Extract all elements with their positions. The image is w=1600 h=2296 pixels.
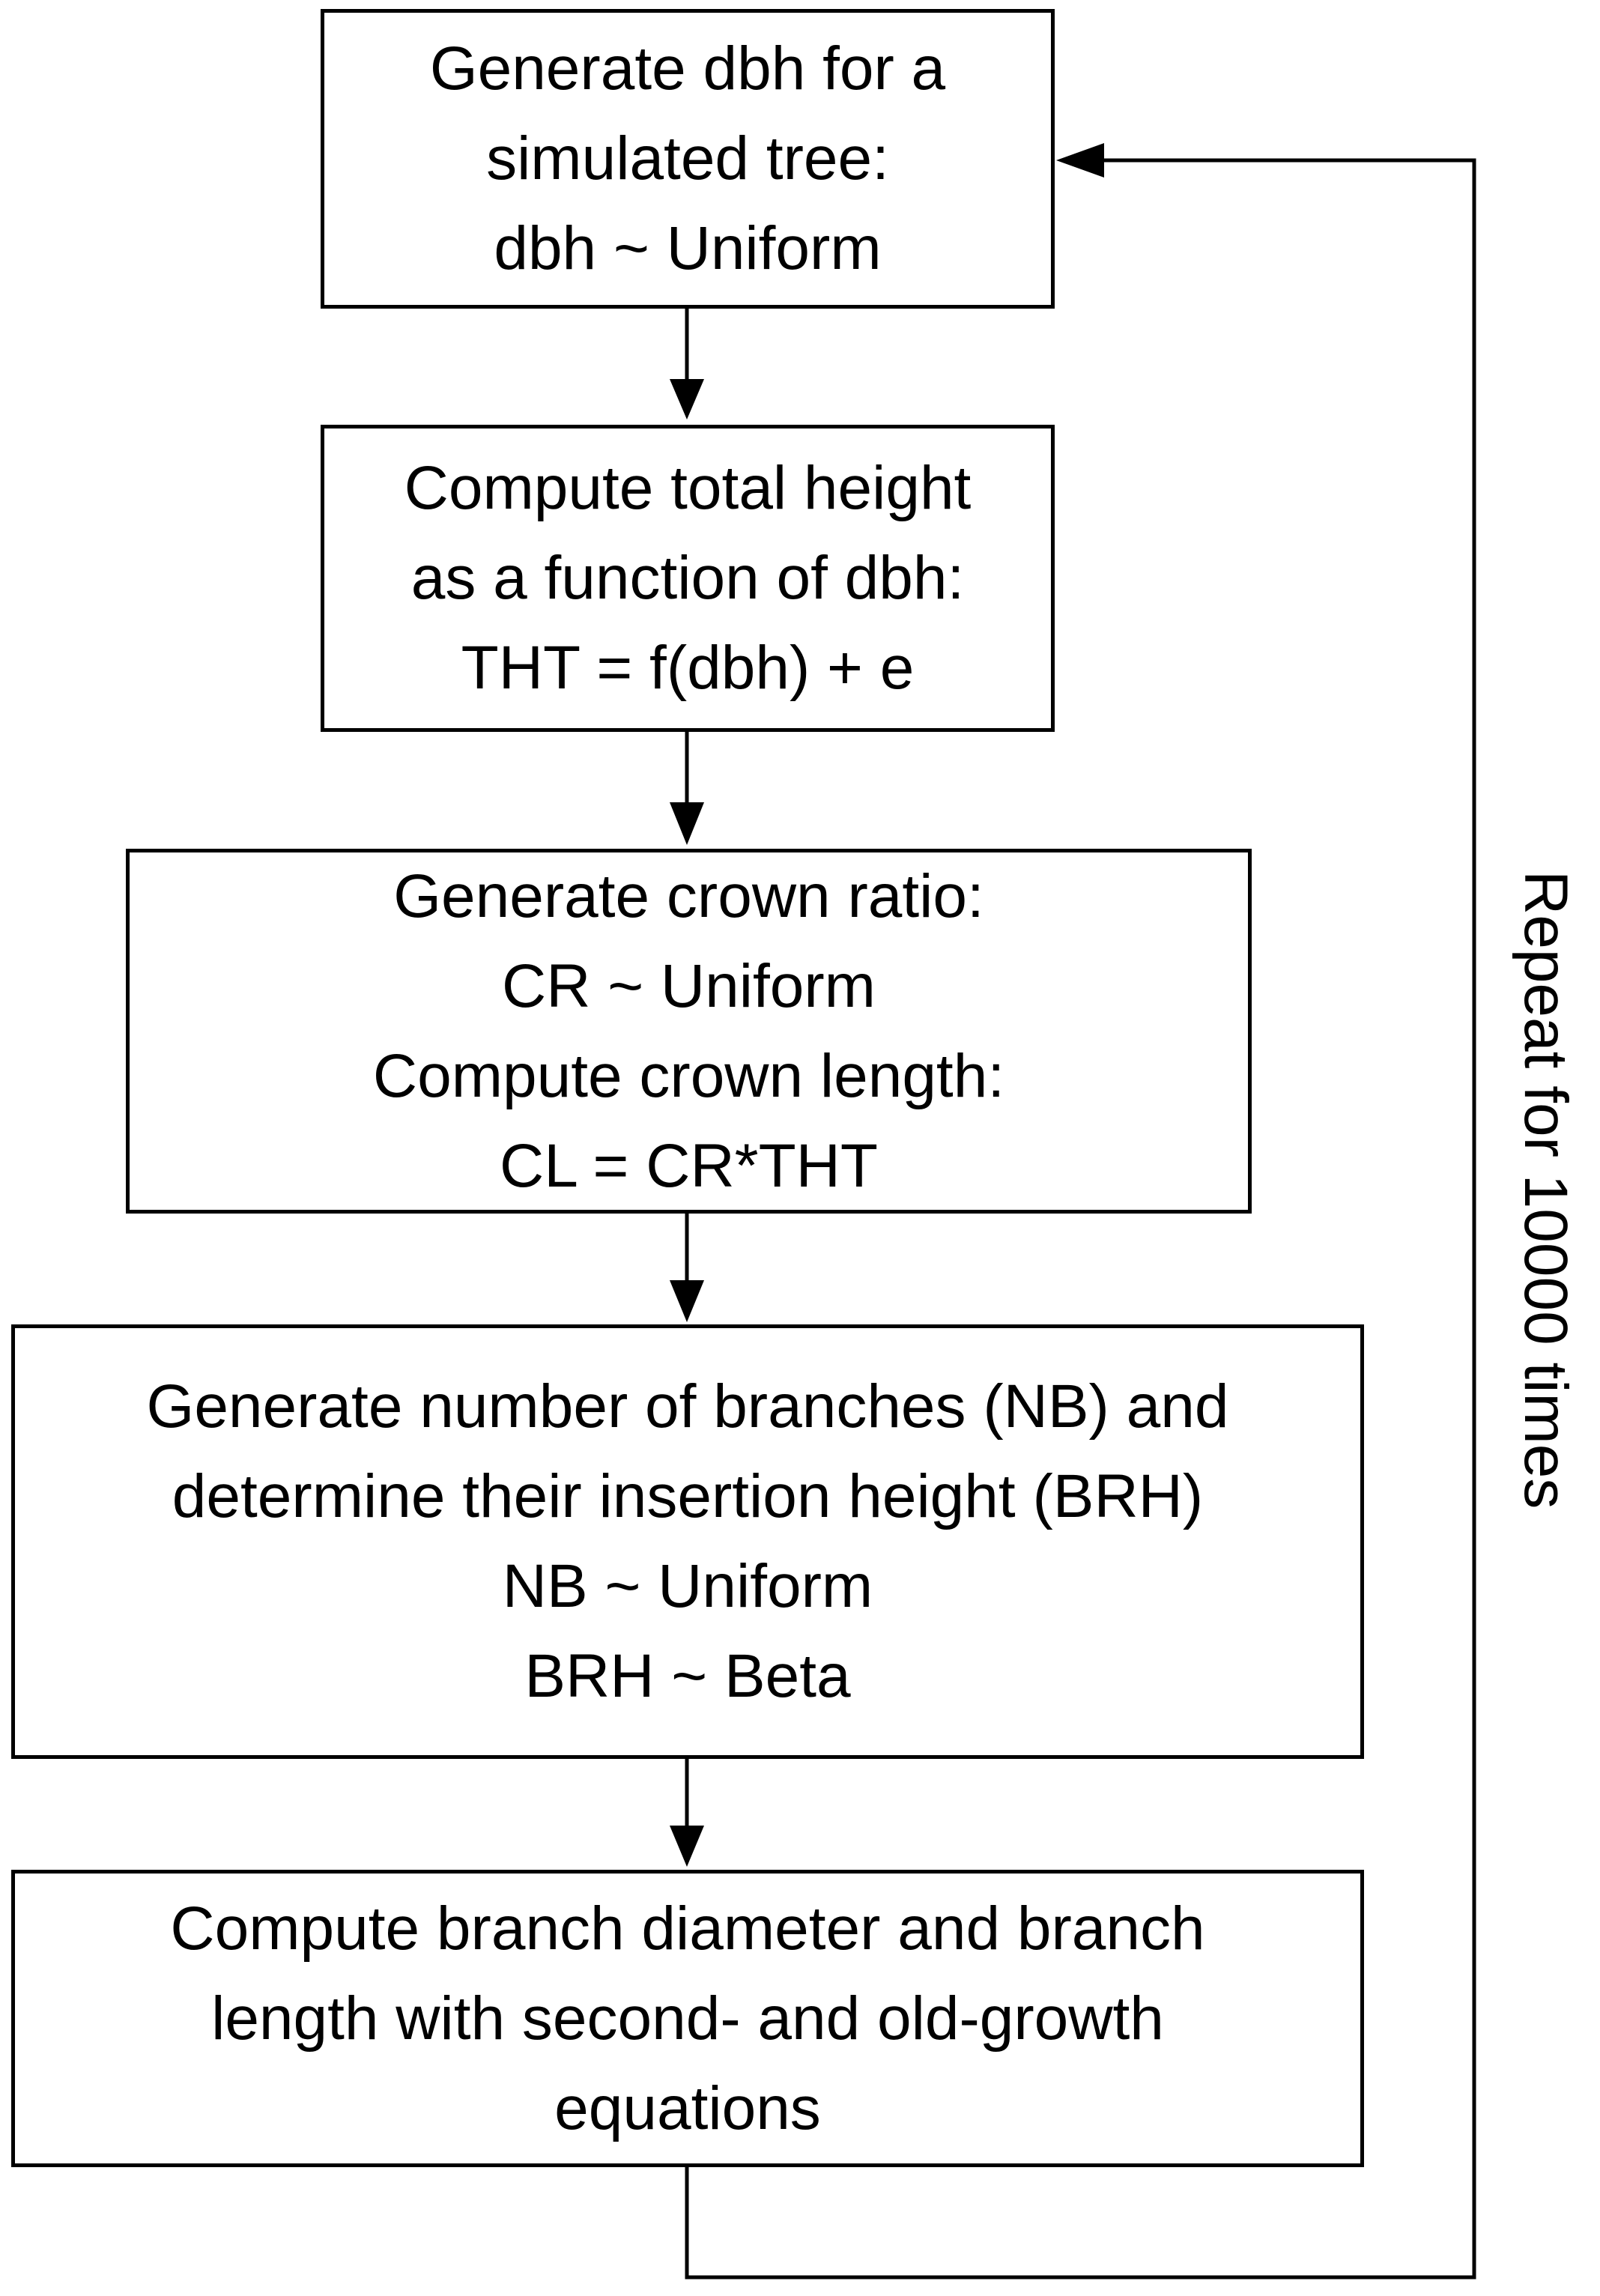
arrowhead-step3-to-step4 [670, 1280, 704, 1322]
step-4-line-3: NB ~ Uniform [502, 1552, 873, 1620]
arrowhead-step1-to-step2 [670, 379, 704, 419]
step-3-line-2: CR ~ Uniform [502, 951, 876, 1020]
step-5-line-3: equations [554, 2074, 821, 2142]
step-2-line-3: THT = f(dbh) + e [461, 634, 915, 702]
step-3-line-3: Compute crown length: [372, 1041, 1005, 1110]
step-generate-dbh-box: Generate dbh for a simulated tree: dbh ~… [321, 9, 1055, 309]
step-1-line-1: Generate dbh for a [429, 34, 946, 103]
loop-back-line [685, 158, 1476, 2280]
step-1-line-2: simulated tree: [486, 124, 889, 193]
step-branch-diameter-box: Compute branch diameter and branch lengt… [11, 1870, 1364, 2167]
step-4-line-2: determine their insertion height (BRH) [172, 1462, 1204, 1530]
arrowhead-step2-to-step3 [670, 802, 704, 845]
step-4-line-4: BRH ~ Beta [524, 1642, 851, 1710]
step-5-line-2: length with second- and old-growth [211, 1984, 1164, 2053]
step-3-line-4: CL = CR*THT [500, 1131, 878, 1200]
step-2-line-1: Compute total height [404, 454, 972, 522]
step-2-line-2: as a function of dbh: [410, 544, 965, 612]
arrowhead-step4-to-step5 [670, 1826, 704, 1867]
step-3-line-1: Generate crown ratio: [393, 861, 984, 930]
repeat-loop-label: Repeat for 10000 times [1512, 870, 1580, 1509]
step-5-line-1: Compute branch diameter and branch [170, 1894, 1205, 1963]
loop-back-arrowhead [1056, 143, 1104, 178]
step-crown-ratio-box: Generate crown ratio: CR ~ Uniform Compu… [126, 849, 1252, 1214]
step-1-line-3: dbh ~ Uniform [494, 214, 882, 282]
step-branches-box: Generate number of branches (NB) and det… [11, 1324, 1364, 1759]
step-4-line-1: Generate number of branches (NB) and [146, 1372, 1229, 1441]
step-compute-height-box: Compute total height as a function of db… [321, 425, 1055, 732]
